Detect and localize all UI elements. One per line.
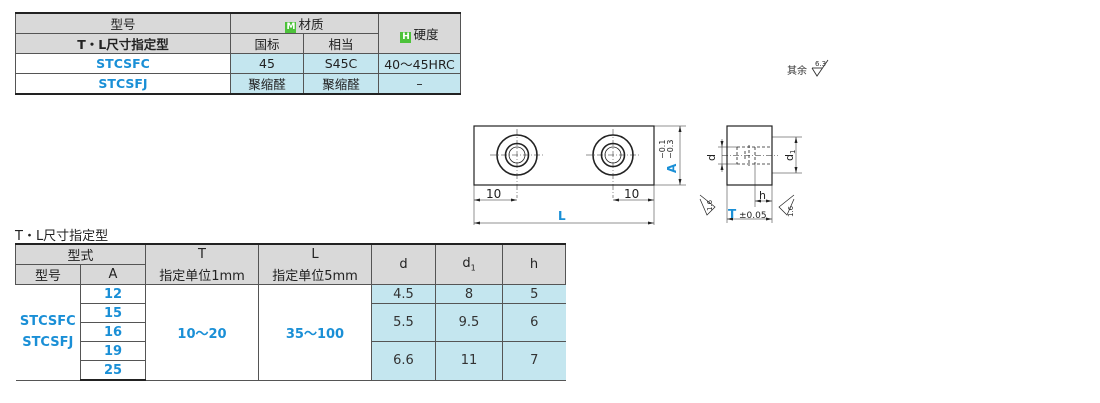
equiv-cell: S45C (303, 53, 379, 74)
tol-A-lower: −0.3 (666, 140, 675, 159)
roughness-note: 其余 6.3 (787, 58, 832, 78)
header-equiv: 相当 (303, 33, 379, 54)
model-cell: STCSFC STCSFJ (15, 284, 81, 381)
a-value-cell: 19 (80, 341, 146, 361)
hardness-cell: – (378, 73, 461, 95)
roughness-2: 1.6 (787, 205, 795, 217)
model-name: STCSFJ (22, 335, 74, 351)
dim-10-left: 10 (486, 187, 501, 201)
header-type: 型式 (15, 243, 146, 265)
table-row: 15 5.5 9.5 6 (16, 303, 566, 342)
dim-T: T (728, 207, 737, 221)
table-row: 25 (16, 360, 566, 381)
roughness-1: 1.6 (706, 199, 714, 211)
header-gb: 国标 (230, 33, 304, 54)
h-cell: 5 (502, 284, 566, 304)
a-value-cell: 15 (80, 303, 146, 323)
material-row: STCSFC 45 S45C 40～45HRC (15, 53, 461, 74)
header-d1: d1 (435, 243, 503, 285)
l-range-cell: 35～100 (258, 284, 372, 381)
header-A: A (80, 264, 146, 285)
header-h: h (502, 243, 566, 285)
h-cell: 7 (502, 341, 566, 381)
header-model: 型号 (15, 12, 231, 34)
material-row: STCSFJ 聚缩醛 聚缩醛 – (15, 73, 461, 95)
dim-10-right: 10 (624, 187, 639, 201)
header-d: d (371, 243, 436, 285)
front-view (473, 125, 686, 225)
technical-drawing: 10 10 L A −0.1 −0.3 d (473, 125, 802, 225)
dim-h: h (759, 189, 766, 202)
header-hardness-label: 硬度 (413, 27, 439, 42)
header-material-label: 材质 (298, 17, 324, 32)
tol-T: ±0.05 (739, 211, 767, 221)
dim-d: d (705, 154, 718, 161)
roughness-symbol-icon: 6.3 (811, 59, 829, 77)
header-model: 型号 (15, 264, 81, 285)
a-value-cell: 12 (80, 284, 146, 304)
dim-section-title: T・L尺寸指定型 (15, 229, 109, 244)
dim-d1: d1 (783, 150, 797, 161)
a-value-cell: 16 (80, 322, 146, 342)
roughness-value: 6.3 (815, 60, 826, 68)
header-T-unit: 指定单位1mm (145, 264, 259, 285)
gb-cell: 聚缩醛 (230, 73, 304, 95)
d-cell: 4.5 (371, 284, 436, 304)
model-cell: STCSFC (15, 53, 231, 74)
h-cell: 6 (502, 303, 566, 342)
roughness-note-text: 其余 (787, 66, 807, 77)
d1-cell: 8 (435, 284, 503, 304)
hardness-cell: 40～45HRC (378, 53, 461, 74)
equiv-cell: 聚缩醛 (303, 73, 379, 95)
table-row: STCSFC STCSFJ 12 10～20 35～100 4.5 8 5 (15, 284, 566, 381)
dim-L: L (558, 209, 566, 223)
header-subtype: T・L尺寸指定型 (15, 33, 231, 54)
dimension-table: 型式 T L d d1 h 型号 A 指定单位1mm 指定单位5mm STCSF… (15, 243, 566, 381)
header-T: T (145, 243, 259, 265)
model-cell: STCSFJ (15, 73, 231, 95)
hardness-tag-icon: H (400, 32, 412, 43)
d1-cell: 9.5 (435, 303, 503, 342)
table-row: 19 6.6 11 7 (16, 341, 566, 381)
d1-cell: 11 (435, 341, 503, 381)
model-name: STCSFC (19, 314, 76, 330)
a-value-cell: 25 (80, 360, 146, 381)
tol-A-upper: −0.1 (658, 140, 667, 159)
t-range-cell: 10～20 (145, 284, 259, 381)
header-L-unit: 指定单位5mm (258, 264, 372, 285)
material-tag-icon: M (285, 22, 297, 33)
d-cell: 5.5 (371, 303, 436, 342)
d-cell: 6.6 (371, 341, 436, 381)
header-L: L (258, 243, 372, 265)
gb-cell: 45 (230, 53, 304, 74)
dim-A: A (665, 163, 679, 173)
